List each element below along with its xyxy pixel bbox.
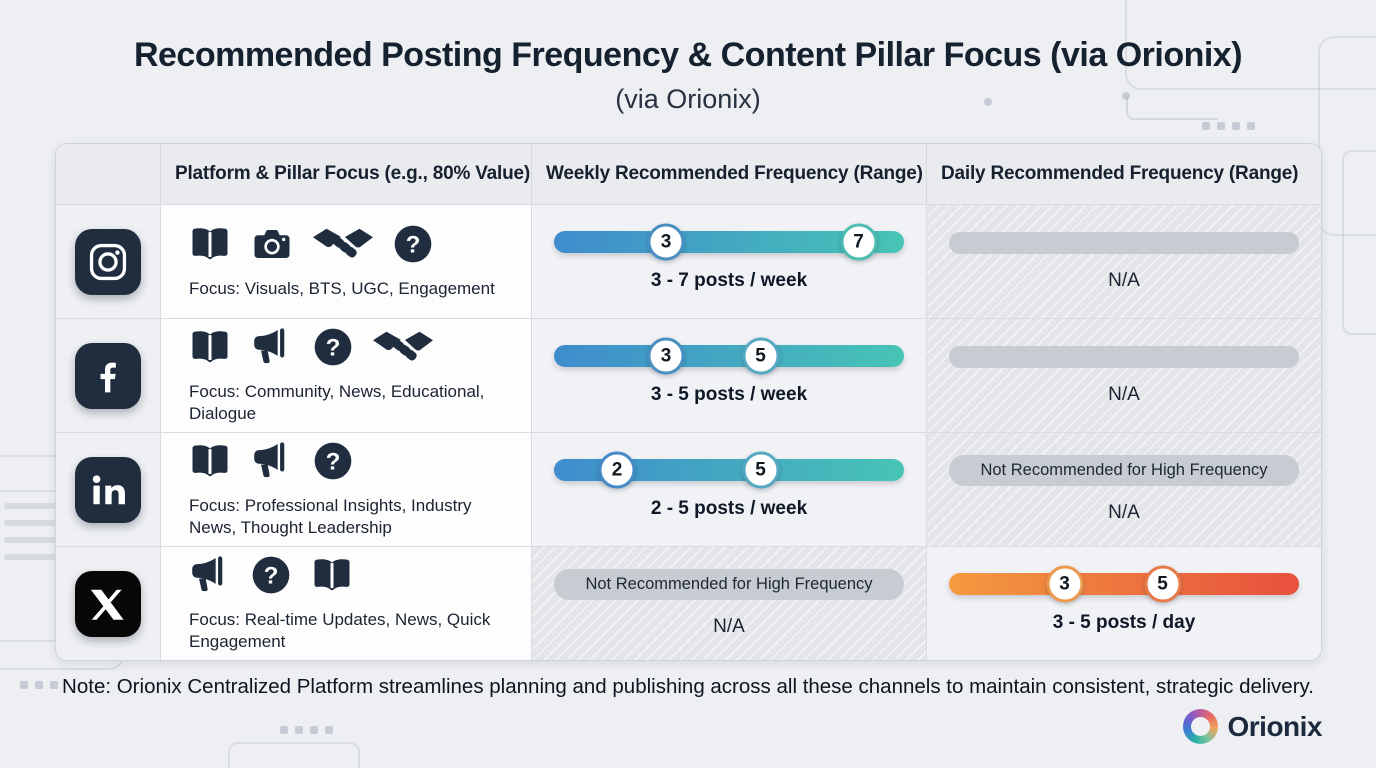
handshake-icon	[373, 326, 433, 368]
megaphone-icon	[251, 440, 293, 482]
book-icon	[189, 440, 231, 482]
slider-handle: 5	[742, 451, 779, 489]
na-bar: Not Recommended for High Frequency	[949, 455, 1299, 486]
slider-handle: 3	[647, 223, 685, 261]
daily-frequency-cell: N/A	[927, 204, 1321, 318]
table-row-x: ? Focus: Real-time Updates, News, Quick E…	[56, 546, 1321, 660]
x-icon	[75, 570, 141, 637]
platform-cell	[56, 318, 161, 432]
na-label: N/A	[1108, 502, 1140, 523]
table-row-facebook: ? Focus: Community, News, Educational, Di…	[56, 318, 1321, 432]
facebook-icon	[75, 342, 141, 409]
platform-cell	[56, 432, 161, 546]
slider-handle: 3	[1046, 565, 1083, 603]
svg-text:?: ?	[326, 334, 341, 361]
slider-handle: 2	[598, 451, 636, 489]
na-bar	[949, 231, 1299, 254]
not-applicable-indicator: N/A	[949, 345, 1299, 406]
linkedin-icon	[75, 456, 141, 523]
pillar-focus-cell: ? Focus: Professional Insights, Industry …	[161, 432, 532, 546]
header-daily-frequency: Daily Recommended Frequency (Range)	[941, 163, 1299, 184]
megaphone-icon	[189, 554, 231, 596]
na-label: N/A	[713, 616, 745, 637]
na-label: N/A	[1108, 383, 1140, 405]
decorative-card	[228, 742, 360, 768]
not-applicable-indicator: N/A	[949, 231, 1299, 292]
svg-text:?: ?	[326, 448, 341, 475]
page-title: Recommended Posting Frequency & Content …	[133, 36, 1243, 74]
footnote: Note: Orionix Centralized Platform strea…	[62, 675, 1314, 698]
frequency-label: 2 - 5 posts / week	[650, 498, 808, 519]
decorative-wireframe	[1342, 150, 1376, 335]
na-bar	[949, 345, 1299, 368]
table-row-linkedin: ? Focus: Professional Insights, Industry …	[56, 432, 1321, 546]
page-subtitle: (via Orionix)	[615, 84, 761, 114]
orionix-logo-text: Orionix	[1227, 710, 1322, 742]
header-pillar-focus: Platform & Pillar Focus (e.g., 80% Value…	[161, 144, 532, 204]
decorative-dots	[1202, 122, 1255, 130]
book-icon	[189, 223, 231, 265]
pillar-focus-text: Focus: Community, News, Educational, Dia…	[189, 381, 485, 423]
header-weekly-frequency: Weekly Recommended Frequency (Range)	[532, 144, 927, 204]
slider-handle: 5	[742, 337, 779, 375]
pillar-icons: ?	[189, 554, 515, 596]
pillar-focus-cell: ? Focus: Community, News, Educational, Di…	[161, 318, 532, 432]
pillar-icons: ?	[189, 223, 515, 265]
camera-icon	[251, 223, 293, 265]
frequency-label: 3 - 5 posts / week	[650, 384, 808, 405]
daily-frequency-cell: N/A	[927, 318, 1321, 432]
frequency-label: 3 - 5 posts / day	[1052, 612, 1196, 633]
pillar-focus-cell: ? Focus: Real-time Updates, News, Quick E…	[161, 546, 532, 660]
pillar-focus-text: Focus: Professional Insights, Industry N…	[189, 495, 472, 537]
slider-handle: 7	[840, 223, 877, 261]
slider-handle: 3	[647, 337, 685, 375]
pillar-focus-cell: ? Focus: Visuals, BTS, UGC, Engagement	[161, 204, 532, 318]
decorative-dots	[280, 726, 333, 734]
question-icon: ?	[251, 555, 291, 595]
svg-text:?: ?	[264, 562, 279, 589]
question-icon: ?	[393, 224, 433, 264]
na-label: N/A	[1108, 269, 1140, 291]
frequency-table: Platform & Pillar Focus (e.g., 80% Value…	[55, 143, 1322, 661]
table-header-row: Platform & Pillar Focus (e.g., 80% Value…	[56, 144, 1321, 204]
book-icon	[311, 554, 353, 596]
svg-text:?: ?	[406, 231, 421, 258]
pillar-icons: ?	[189, 440, 515, 482]
handshake-icon	[313, 223, 373, 265]
question-icon: ?	[313, 327, 353, 367]
platform-cell	[56, 204, 161, 318]
pillar-icons: ?	[189, 326, 515, 368]
frequency-label: 3 - 7 posts / week	[650, 270, 808, 291]
pillar-focus-text: Focus: Real-time Updates, News, Quick En…	[189, 609, 491, 651]
orionix-logo-icon	[1183, 709, 1219, 744]
megaphone-icon	[251, 326, 293, 368]
question-icon: ?	[313, 441, 353, 481]
na-bar: Not Recommended for High Frequency	[554, 569, 904, 600]
platform-cell	[56, 546, 161, 660]
instagram-icon	[75, 228, 141, 295]
slider-handle: 5	[1144, 565, 1181, 603]
orionix-logo: Orionix	[1183, 709, 1322, 744]
header-platform	[56, 144, 161, 204]
book-icon	[189, 326, 231, 368]
pillar-focus-text: Focus: Visuals, BTS, UGC, Engagement	[189, 278, 495, 298]
